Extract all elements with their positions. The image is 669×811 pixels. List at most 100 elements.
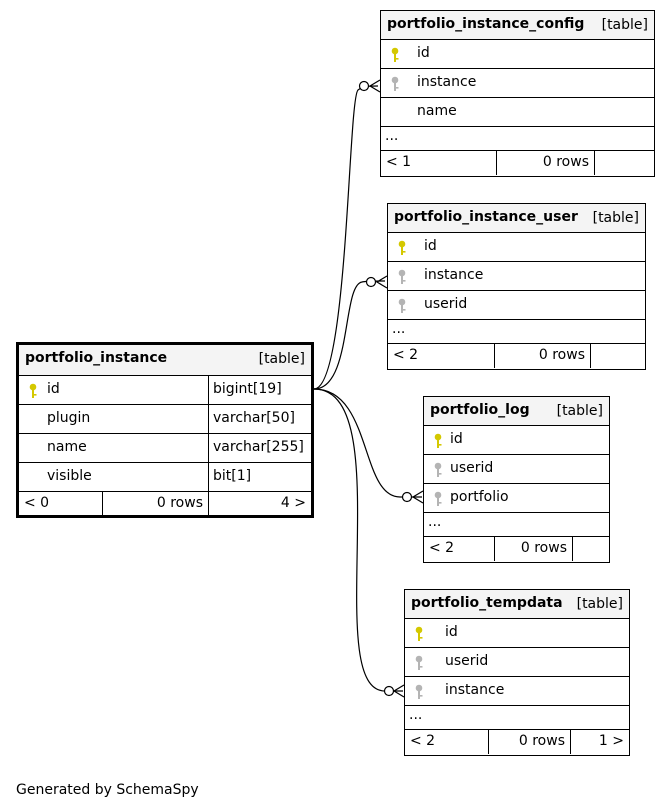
column-row[interactable]: userid	[424, 455, 609, 484]
column-type: varchar[255]	[208, 434, 311, 462]
child-count: 1 >	[598, 733, 624, 749]
foreign-key-icon	[398, 269, 406, 284]
row-count: 0 rows	[495, 537, 573, 561]
more-columns-ellipsis: ...	[381, 127, 654, 151]
column-name: id	[47, 381, 60, 397]
table-portfolio-instance-config[interactable]: portfolio_instance_config [table] id ins…	[380, 10, 655, 177]
relation-instance-user	[313, 280, 386, 390]
child-count: 4 >	[280, 495, 306, 511]
table-header: portfolio_instance_user [table]	[388, 204, 645, 233]
column-name: userid	[445, 653, 489, 669]
foreign-key-icon	[434, 462, 442, 477]
table-type-label: [table]	[592, 210, 639, 226]
table-header: portfolio_log [table]	[424, 397, 609, 426]
ellipsis-text: ...	[428, 514, 442, 530]
foreign-key-icon	[391, 76, 399, 91]
column-name: plugin	[47, 410, 91, 426]
row-count: 0 rows	[497, 151, 595, 175]
table-type-label: [table]	[556, 403, 603, 419]
ellipsis-text: ...	[409, 707, 423, 723]
table-footer: < 2 0 rows	[424, 537, 609, 561]
primary-key-icon	[29, 383, 37, 398]
table-type-label: [table]	[601, 17, 648, 33]
relation-tempdata-instance	[313, 388, 403, 692]
table-name: portfolio_instance_config	[387, 16, 585, 32]
column-name: id	[417, 45, 430, 61]
column-name: userid	[450, 460, 494, 476]
column-row[interactable]: visible bit[1]	[19, 463, 311, 492]
column-type: bit[1]	[208, 463, 311, 491]
column-row[interactable]: name	[381, 98, 654, 127]
column-name: portfolio	[450, 489, 509, 505]
child-count	[573, 537, 609, 561]
generated-by-credit: Generated by SchemaSpy	[16, 782, 199, 798]
parent-count: < 2	[424, 537, 495, 561]
relation-crowfoot	[375, 275, 388, 289]
column-row[interactable]: portfolio	[424, 484, 609, 513]
ellipsis-text: ...	[392, 321, 406, 337]
parent-count: < 1	[381, 151, 497, 175]
column-row[interactable]: plugin varchar[50]	[19, 405, 311, 434]
table-type-label: [table]	[576, 596, 623, 612]
foreign-key-icon	[415, 655, 423, 670]
relation-log-portfolio	[313, 388, 423, 498]
column-type: varchar[50]	[208, 405, 311, 433]
table-footer: < 2 0 rows	[388, 344, 645, 368]
column-row[interactable]: userid	[405, 648, 629, 677]
table-footer: < 1 0 rows	[381, 151, 654, 175]
more-columns-ellipsis: ...	[424, 513, 609, 537]
table-header: portfolio_tempdata [table]	[405, 590, 629, 619]
column-name: id	[445, 624, 458, 640]
column-row[interactable]: name varchar[255]	[19, 434, 311, 463]
table-header: portfolio_instance [table]	[19, 345, 311, 376]
relation-end-circle	[365, 276, 377, 288]
column-name: id	[424, 238, 437, 254]
column-type: bigint[19]	[208, 376, 311, 404]
table-type-label: [table]	[258, 351, 305, 367]
table-header: portfolio_instance_config [table]	[381, 11, 654, 40]
column-name: visible	[47, 468, 92, 484]
parent-count: < 2	[405, 730, 489, 754]
foreign-key-icon	[398, 298, 406, 313]
table-name: portfolio_log	[430, 402, 530, 418]
column-row[interactable]: id	[424, 426, 609, 455]
relation-instance-config	[313, 85, 379, 390]
table-portfolio-tempdata[interactable]: portfolio_tempdata [table] id userid ins…	[404, 589, 630, 756]
column-name: instance	[417, 74, 477, 90]
table-footer: < 2 0 rows 1 >	[405, 730, 629, 754]
primary-key-icon	[434, 433, 442, 448]
more-columns-ellipsis: ...	[405, 706, 629, 730]
table-portfolio-instance[interactable]: portfolio_instance [table] id bigint[19]…	[16, 342, 314, 518]
more-columns-ellipsis: ...	[388, 320, 645, 344]
child-count	[595, 151, 654, 175]
column-row[interactable]: userid	[388, 291, 645, 320]
ellipsis-text: ...	[385, 128, 399, 144]
table-name: portfolio_tempdata	[411, 595, 563, 611]
row-count: 0 rows	[489, 730, 571, 754]
column-row[interactable]: id	[381, 40, 654, 69]
table-portfolio-instance-user[interactable]: portfolio_instance_user [table] id insta…	[387, 203, 646, 370]
row-count: 0 rows	[495, 344, 591, 368]
relation-end-circle	[383, 685, 395, 697]
column-row[interactable]: instance	[388, 262, 645, 291]
relation-end-circle	[358, 80, 370, 92]
primary-key-icon	[398, 240, 406, 255]
column-row[interactable]: id bigint[19]	[19, 376, 311, 405]
column-row[interactable]: id	[405, 619, 629, 648]
column-row[interactable]: instance	[381, 69, 654, 98]
column-row[interactable]: id	[388, 233, 645, 262]
table-name: portfolio_instance	[25, 350, 168, 366]
child-count	[591, 344, 645, 368]
primary-key-icon	[391, 47, 399, 62]
relation-crowfoot	[411, 490, 424, 504]
column-name: name	[417, 103, 457, 119]
table-portfolio-log[interactable]: portfolio_log [table] id userid portfoli…	[423, 396, 610, 563]
relation-end-circle	[401, 491, 413, 503]
column-name: instance	[424, 267, 484, 283]
table-footer: < 0 0 rows 4 >	[19, 492, 311, 516]
column-name: userid	[424, 296, 468, 312]
row-count: 0 rows	[103, 492, 209, 516]
relation-crowfoot	[392, 684, 405, 698]
column-row[interactable]: instance	[405, 677, 629, 706]
